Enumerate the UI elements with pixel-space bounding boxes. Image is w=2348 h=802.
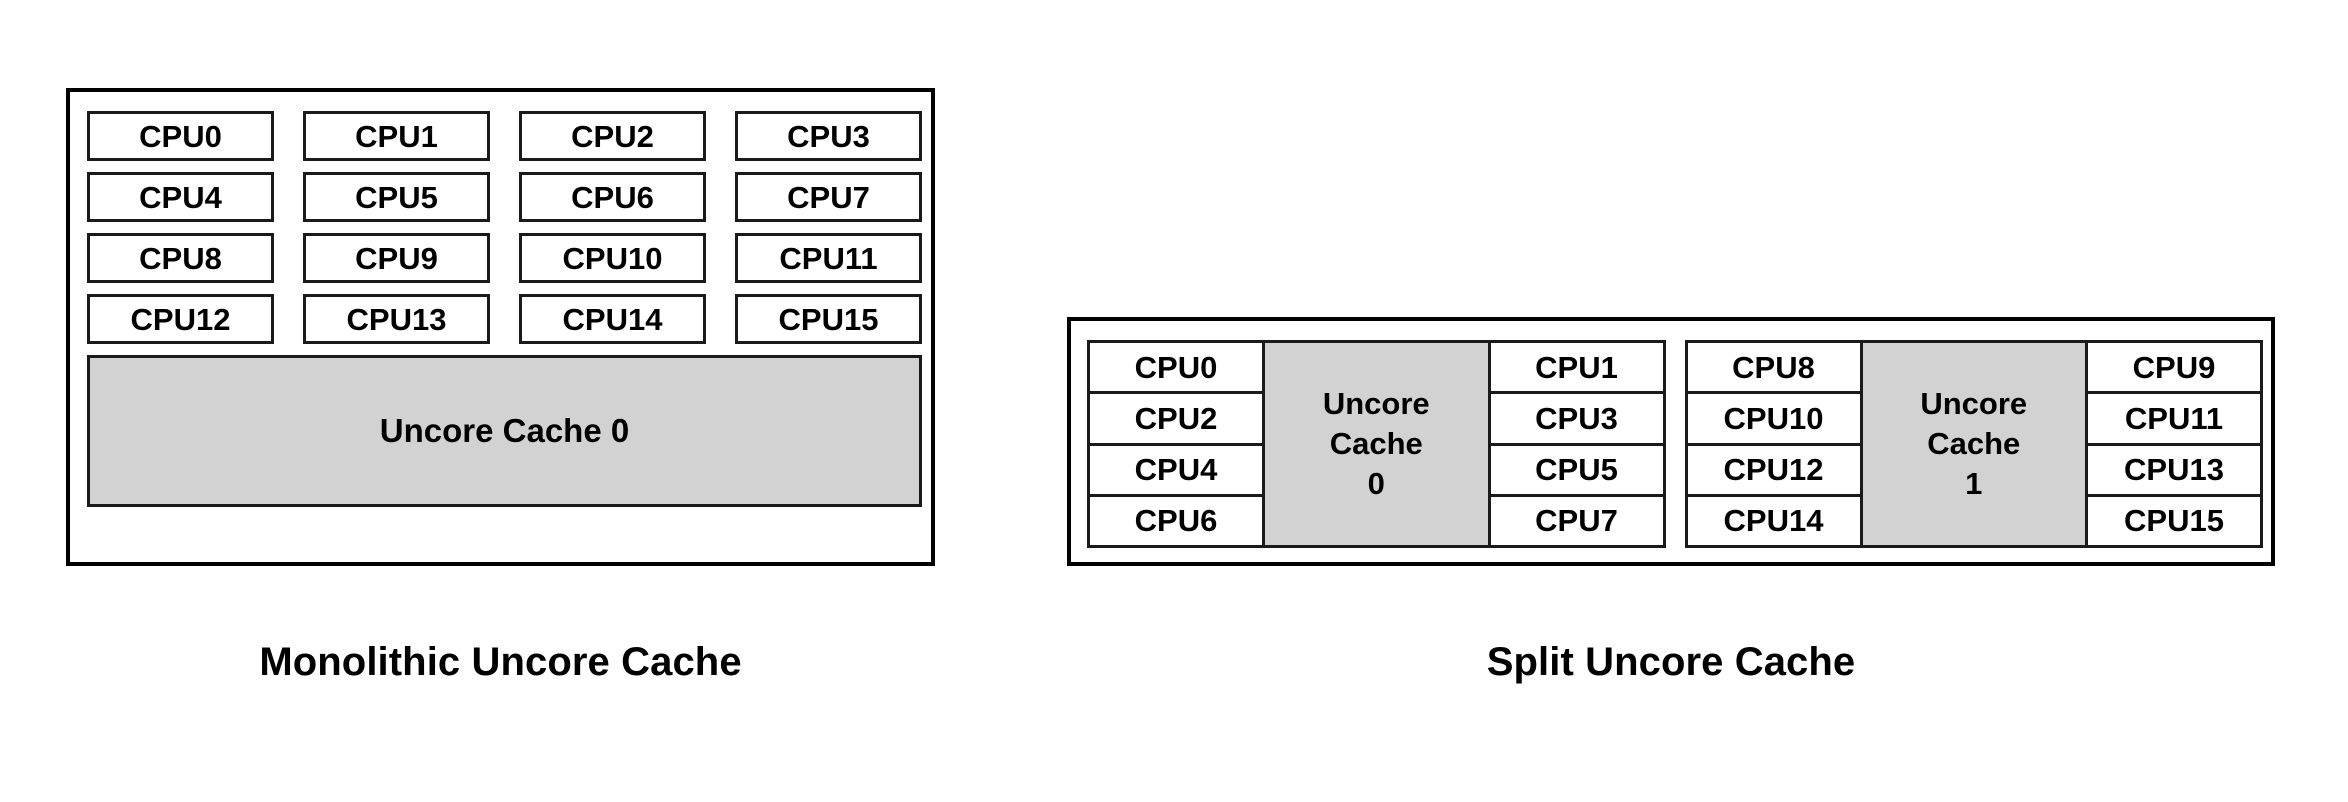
split-cluster: CPU8 CPU10 CPU12 CPU14 Uncore Cache 1 CP… [1684, 340, 2263, 548]
split-caption: Split Uncore Cache [1486, 640, 1856, 684]
cpu-box: CPU11 [2085, 391, 2263, 446]
cpu-box: CPU5 [1487, 442, 1666, 497]
uncore-cache-label-line3: 0 [1367, 465, 1385, 501]
uncore-cache-label-line2: Cache [1329, 426, 1423, 462]
cpu-box: CPU9 [2085, 340, 2263, 395]
cluster-right-cpu-column: CPU9 CPU11 CPU13 CPU15 [2085, 340, 2263, 548]
uncore-cache-label-line1: Uncore [1322, 386, 1430, 422]
monolithic-caption: Monolithic Uncore Cache [259, 640, 742, 684]
uncore-cache-label-line2: Cache [1927, 426, 2021, 462]
cluster-right-cpu-column: CPU1 CPU3 CPU5 CPU7 [1487, 340, 1666, 548]
cpu-box: CPU9 [303, 233, 490, 283]
cpu-box: CPU14 [1684, 493, 1863, 548]
cpu-box: CPU11 [735, 233, 922, 283]
cpu-box: CPU15 [735, 294, 922, 344]
monolithic-cpu-grid: CPU0 CPU1 CPU2 CPU3 CPU4 CPU5 CPU6 CPU7 … [87, 111, 922, 344]
cpu-box: CPU6 [519, 172, 706, 222]
cpu-box: CPU14 [519, 294, 706, 344]
cluster-left-cpu-column: CPU8 CPU10 CPU12 CPU14 [1684, 340, 1863, 548]
monolithic-uncore-panel: CPU0 CPU1 CPU2 CPU3 CPU4 CPU5 CPU6 CPU7 … [66, 88, 935, 566]
cpu-box: CPU0 [1087, 340, 1265, 395]
uncore-cache-label-line3: 1 [1965, 465, 1983, 501]
split-cluster: CPU0 CPU2 CPU4 CPU6 Uncore Cache 0 CPU1 … [1087, 340, 1666, 548]
cpu-box: CPU8 [1684, 340, 1863, 395]
cpu-box: CPU1 [1487, 340, 1666, 395]
cpu-box: CPU3 [735, 111, 922, 161]
uncore-cache-block: Uncore Cache 0 [1262, 340, 1491, 548]
cpu-box: CPU10 [519, 233, 706, 283]
split-uncore-panel: CPU0 CPU2 CPU4 CPU6 Uncore Cache 0 CPU1 … [1067, 317, 2275, 566]
uncore-cache-block: Uncore Cache 1 [1859, 340, 2088, 548]
cpu-box: CPU1 [303, 111, 490, 161]
cpu-box: CPU13 [2085, 442, 2263, 497]
uncore-cache-label-line1: Uncore [1920, 386, 2028, 422]
cpu-box: CPU12 [87, 294, 274, 344]
cpu-box: CPU15 [2085, 493, 2263, 548]
cpu-box: CPU12 [1684, 442, 1863, 497]
cpu-box: CPU6 [1087, 493, 1265, 548]
cpu-box: CPU13 [303, 294, 490, 344]
cpu-box: CPU7 [735, 172, 922, 222]
split-cluster-row: CPU0 CPU2 CPU4 CPU6 Uncore Cache 0 CPU1 … [1087, 340, 2263, 548]
cpu-box: CPU7 [1487, 493, 1666, 548]
cluster-left-cpu-column: CPU0 CPU2 CPU4 CPU6 [1087, 340, 1265, 548]
cpu-box: CPU8 [87, 233, 274, 283]
cpu-box: CPU0 [87, 111, 274, 161]
cpu-box: CPU2 [519, 111, 706, 161]
cpu-box: CPU4 [1087, 442, 1265, 497]
cpu-box: CPU10 [1684, 391, 1863, 446]
cpu-box: CPU5 [303, 172, 490, 222]
cpu-box: CPU2 [1087, 391, 1265, 446]
cpu-box: CPU3 [1487, 391, 1666, 446]
uncore-cache-block: Uncore Cache 0 [87, 355, 922, 507]
cpu-box: CPU4 [87, 172, 274, 222]
